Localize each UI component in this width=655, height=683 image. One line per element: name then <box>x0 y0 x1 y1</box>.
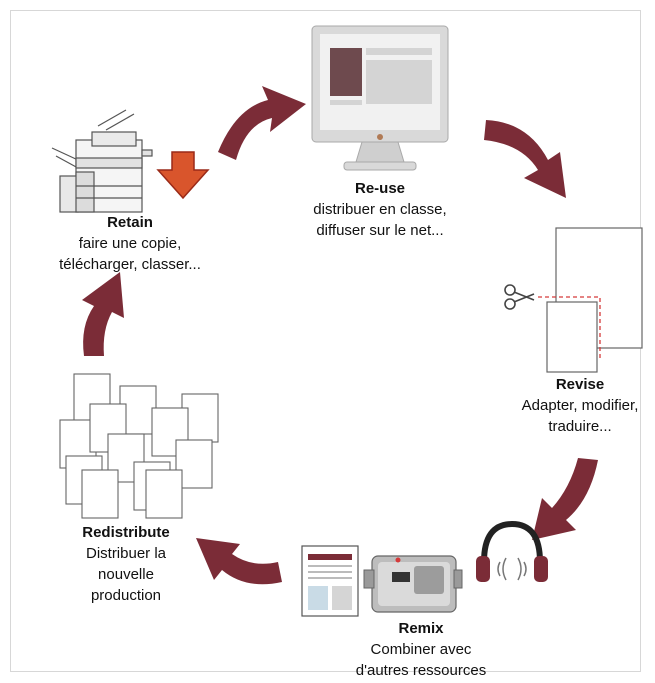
reuse-desc-line-2: diffuser sur le net... <box>316 222 444 239</box>
arrow-reuse-to-revise <box>484 120 566 198</box>
retain-label: Retain faire une copie, télécharger, cla… <box>40 212 220 275</box>
redistribute-desc-line-3: production <box>90 587 162 604</box>
stack-of-papers-icon <box>59 373 219 519</box>
retain-desc-line-2: télécharger, classer... <box>59 256 201 273</box>
reuse-desc-line-1: distribuer en classe, <box>313 201 447 218</box>
revise-desc-line-2: traduire... <box>548 418 612 435</box>
redistribute-title: Redistribute <box>82 524 170 541</box>
cycle-arrows <box>82 86 598 585</box>
redistribute-desc-line-2: nouvelle <box>98 566 154 583</box>
copier-icon <box>51 109 153 213</box>
redistribute-desc-line-1: Distribuer la <box>85 545 167 562</box>
retain-title: Retain <box>107 214 153 231</box>
remix-desc-line-1: Combiner avec <box>370 641 472 658</box>
download-arrow-icon <box>156 151 210 200</box>
scissors-paper-icon <box>504 227 643 373</box>
remix-desc-line-2: d'autres ressources <box>355 662 487 679</box>
redistribute-label: Redistribute Distribuer la nouvelle prod… <box>56 522 196 606</box>
reuse-label: Re-use distribuer en classe, diffuser su… <box>290 178 470 241</box>
revise-title: Revise <box>555 376 605 393</box>
arrow-retain-to-reuse <box>218 86 306 160</box>
arrow-redistribute-to-retain <box>82 272 124 356</box>
revise-desc-line-1: Adapter, modifier, <box>521 397 639 414</box>
arrow-remix-to-redistribute <box>196 538 282 585</box>
reuse-title: Re-use <box>354 180 406 197</box>
monitor-icon <box>311 25 449 171</box>
headphones-camera-document-icon <box>301 520 548 617</box>
arrow-revise-to-remix <box>532 458 598 540</box>
revise-label: Revise Adapter, modifier, traduire... <box>510 374 650 437</box>
remix-title: Remix <box>398 620 444 637</box>
remix-label: Remix Combiner avec d'autres ressources <box>336 618 506 681</box>
retain-desc-line-1: faire une copie, <box>78 235 182 252</box>
